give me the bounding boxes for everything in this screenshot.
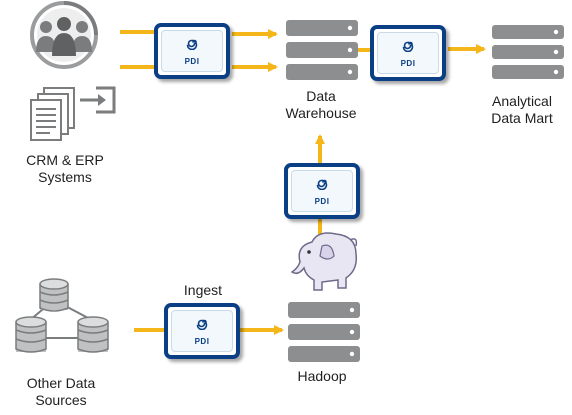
server-stack-icon-datamart — [492, 25, 564, 79]
server-slab — [492, 65, 564, 79]
server-led — [553, 29, 559, 35]
pdi-label: PDI — [314, 197, 330, 206]
server-led — [553, 69, 559, 75]
server-stack-icon-hadoop — [288, 302, 360, 362]
pdi-box-crm: PDI — [154, 23, 230, 79]
server-led — [553, 49, 559, 55]
label-analytical-data-mart: Analytical Data Mart — [491, 93, 553, 126]
label-hadoop: Hadoop — [297, 368, 347, 384]
pdi-label: PDI — [184, 57, 200, 66]
server-slab — [288, 324, 360, 340]
server-led — [347, 25, 353, 31]
label-crm-erp-systems: CRM & ERP Systems — [26, 152, 104, 185]
label-ingest: Ingest — [183, 282, 223, 298]
pdi-label: PDI — [400, 59, 416, 68]
hadoop-elephant-icon — [290, 232, 358, 291]
server-slab — [288, 302, 360, 318]
server-slab — [286, 42, 358, 58]
server-stack-icon-warehouse — [286, 20, 358, 80]
database-cluster-icon — [15, 278, 109, 353]
server-led — [347, 47, 353, 53]
server-slab — [492, 25, 564, 39]
server-slab — [286, 20, 358, 36]
label-data-warehouse: Data Warehouse — [285, 88, 357, 121]
server-led — [349, 329, 355, 335]
server-slab — [288, 346, 360, 362]
label-other-data-sources: Other Data Sources — [26, 375, 96, 408]
pdi-box-ingest: PDI — [164, 303, 240, 359]
server-slab — [286, 64, 358, 80]
pdi-label: PDI — [194, 337, 210, 346]
server-slab — [492, 45, 564, 59]
pdi-swirl-icon — [186, 39, 198, 50]
pdi-box-warehouse: PDI — [370, 25, 446, 81]
people-group-icon — [30, 0, 99, 69]
pdi-box-hadoop: PDI — [284, 163, 360, 219]
server-led — [349, 307, 355, 313]
server-led — [349, 351, 355, 357]
flow-arrows — [120, 29, 486, 335]
server-led — [347, 69, 353, 75]
pdi-swirl-icon — [402, 41, 414, 52]
pdi-swirl-icon — [196, 319, 208, 330]
documents-import-icon — [30, 86, 116, 141]
pdi-swirl-icon — [316, 179, 328, 190]
